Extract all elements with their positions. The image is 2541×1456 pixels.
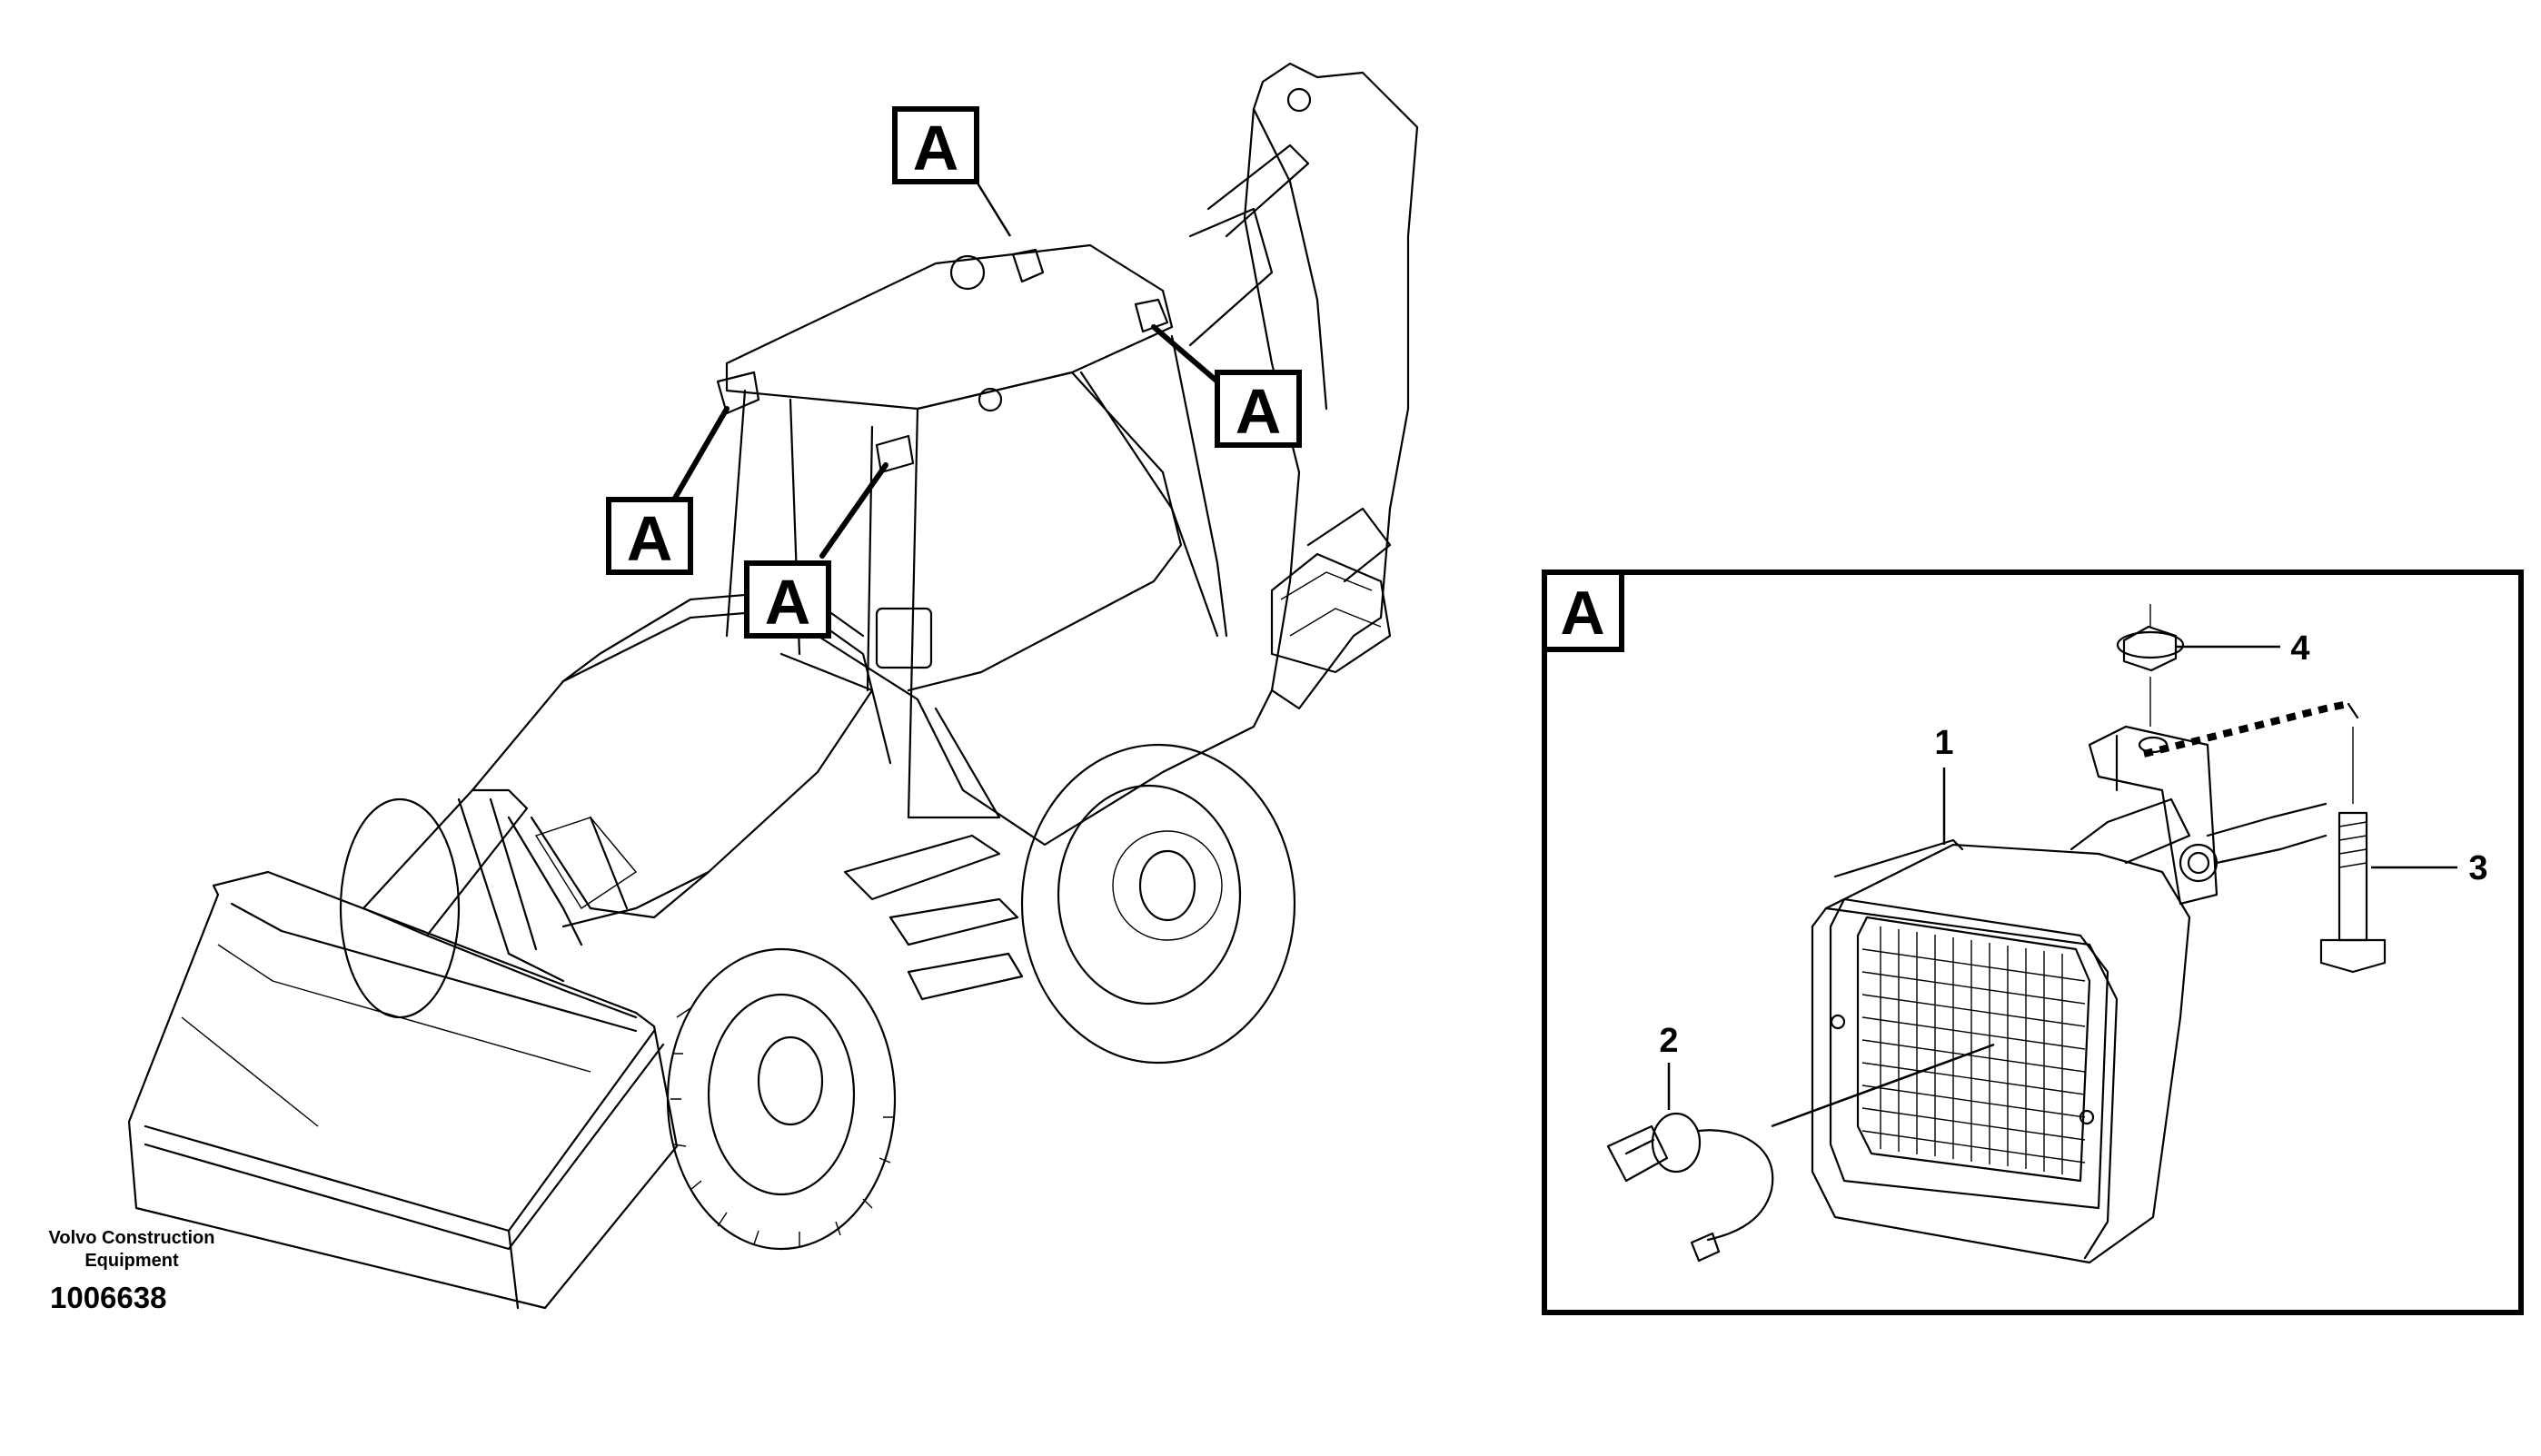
rear-stabilizer (1270, 552, 1392, 674)
halogen-bulb (1606, 1112, 1774, 1263)
callout-a-right: A (1215, 370, 1302, 448)
rear-left-wheel (339, 797, 461, 1019)
callout-a-center: A (744, 560, 831, 639)
leader-part-1-bulb (1771, 1043, 1995, 1128)
svg-text:A: A (1560, 579, 1604, 648)
svg-text:A: A (913, 113, 959, 183)
bolt-path-dashed (2143, 700, 2349, 758)
detail-view-a: A (1542, 570, 2524, 1315)
backhoe-loader-illustration: A A A A (127, 62, 1419, 1310)
loader-bucket (127, 870, 679, 1310)
leader-center (819, 462, 888, 559)
work-lamp-front-left (716, 371, 760, 415)
drawing-number: 1006638 (50, 1281, 167, 1314)
leader-top (975, 181, 1012, 237)
manufacturer-line-1: Volvo Construction (48, 1228, 215, 1248)
part-number-3: 3 (2468, 849, 2487, 887)
cab-steps (843, 834, 1024, 1001)
detail-label-box: A (1542, 570, 1624, 652)
front-wheel (666, 947, 897, 1251)
rear-right-wheel (1020, 743, 1296, 1065)
part-number-4: 4 (2290, 629, 2309, 668)
svg-text:A: A (627, 503, 673, 574)
machine-body (471, 589, 1274, 946)
bolt-path-end (2347, 702, 2359, 719)
work-lamp-rear-left (1011, 248, 1045, 283)
mirror (875, 607, 933, 669)
svg-text:A: A (1236, 376, 1282, 447)
part-number-2: 2 (1659, 1022, 1678, 1060)
leader-right (1151, 324, 1220, 384)
detail-frame (1542, 570, 2524, 1315)
svg-text:A: A (765, 567, 811, 638)
operator-cab (725, 243, 1228, 819)
callout-a-top: A (892, 106, 979, 184)
backhoe-boom (1188, 62, 1419, 710)
part-number-1: 1 (1934, 724, 1953, 762)
callout-a-left: A (606, 497, 693, 575)
flange-nut (2116, 604, 2185, 727)
lamp-grille (1861, 926, 2086, 1174)
work-lamp-assembly (1811, 797, 2191, 1264)
manufacturer-line-2: Equipment (84, 1251, 179, 1271)
work-lamp-front-right (875, 434, 915, 474)
work-lamp-rear-right (1134, 298, 1169, 333)
leader-left (671, 406, 730, 502)
loader-arms (362, 788, 710, 1019)
hex-bolt (2319, 727, 2387, 974)
